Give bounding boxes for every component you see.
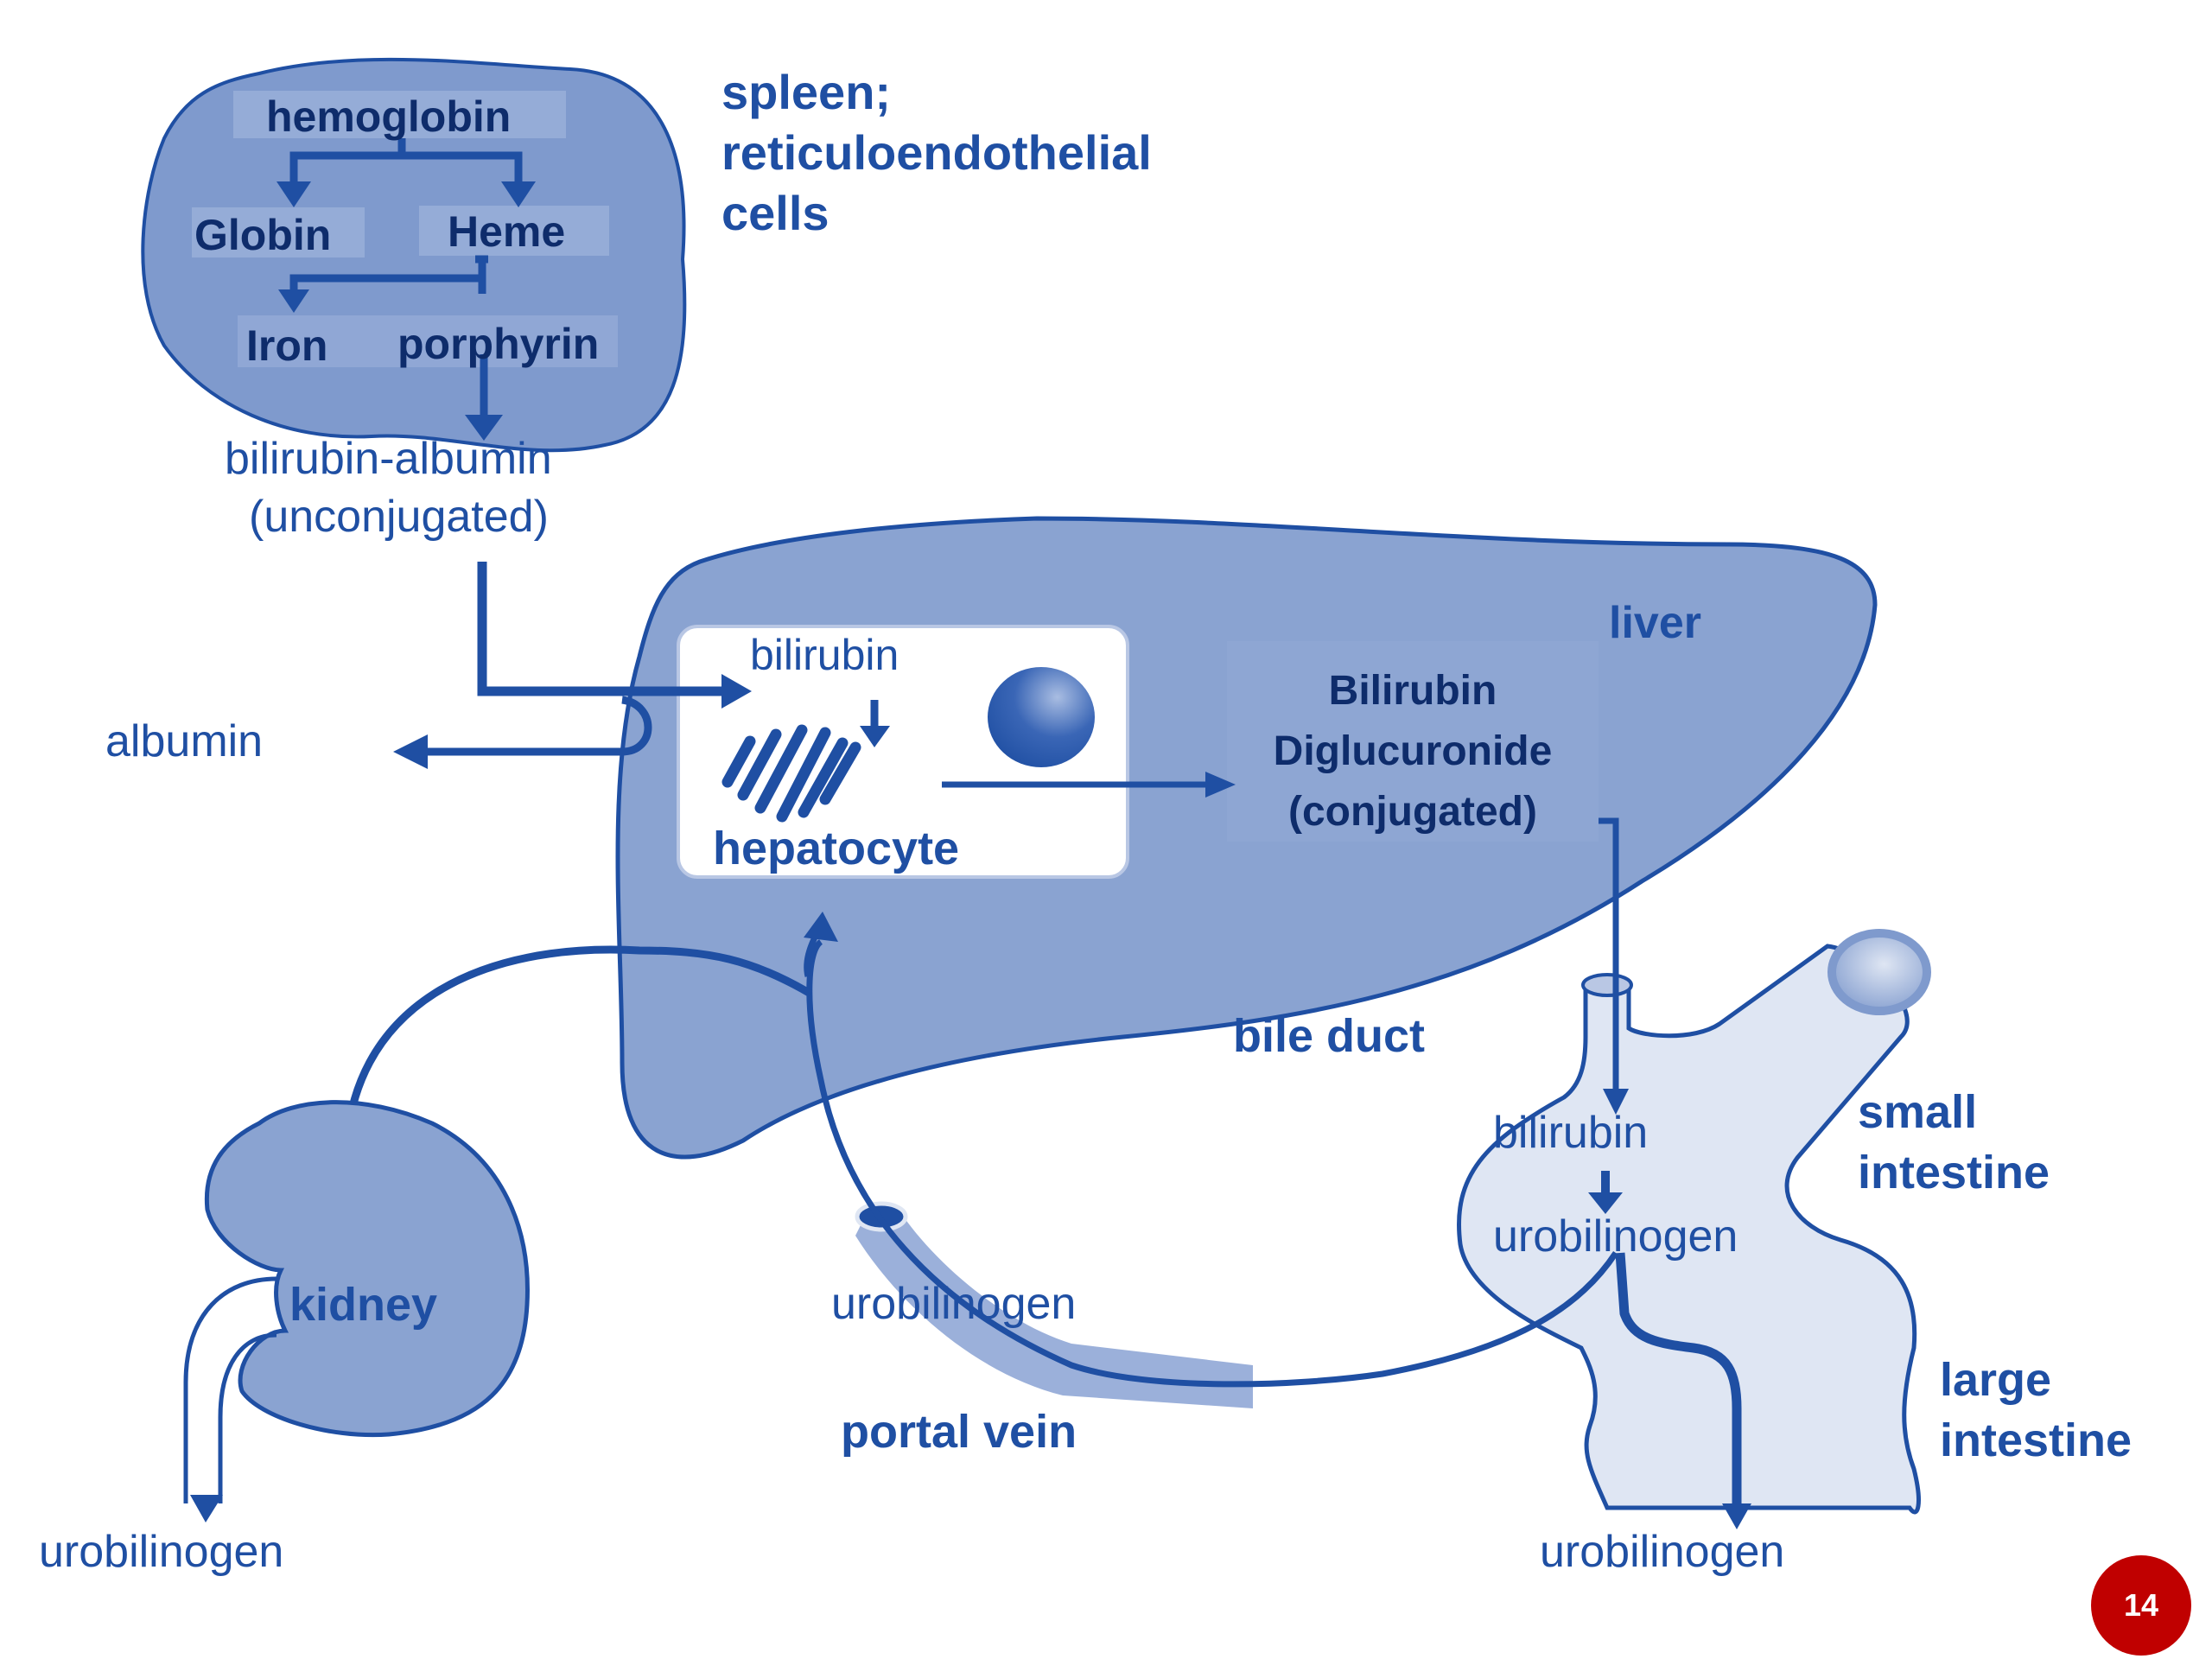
fecal-urobilinogen-label: urobilinogen <box>1540 1527 1785 1577</box>
globin-label: Globin <box>194 211 332 259</box>
spleen-title-line: reticuloendothelial <box>721 125 1152 180</box>
iron-label: Iron <box>246 321 328 370</box>
gallbladder-icon <box>1827 929 1931 1015</box>
large-intestine-line: intestine <box>1940 1414 2133 1466</box>
intestine-bilirubin-label: bilirubin <box>1493 1108 1649 1158</box>
hemoglobin-split-arrows <box>289 138 523 199</box>
heme-label: Heme <box>448 207 566 256</box>
conjugated-line: Diglucuronide <box>1273 728 1553 774</box>
portal-vein-shape <box>855 1210 1253 1408</box>
urine-urobilinogen-label: urobilinogen <box>39 1527 284 1577</box>
spleen-title: spleen; reticuloendothelial cells <box>721 62 1152 244</box>
intestine-urobilinogen-label: urobilinogen <box>1493 1211 1738 1262</box>
spleen-title-line: spleen; <box>721 65 892 119</box>
endoplasmic-reticulum-icon <box>721 724 861 823</box>
small-intestine-line: intestine <box>1858 1147 2050 1198</box>
page-number-badge: 14 <box>2091 1555 2191 1656</box>
porphyrin-label: porphyrin <box>397 320 600 368</box>
hepatocyte-bilirubin-label: bilirubin <box>750 631 899 679</box>
small-intestine-label: small intestine <box>1858 1082 2050 1203</box>
nucleus-icon <box>988 667 1095 767</box>
albumin-label: albumin <box>105 716 264 766</box>
large-intestine-line: large <box>1940 1354 2052 1406</box>
portal-urobilinogen-label: urobilinogen <box>831 1279 1077 1329</box>
portal-vein-label: portal vein <box>841 1406 1077 1458</box>
small-intestine-line: small <box>1858 1086 1978 1138</box>
bilirubin-albumin-label: bilirubin-albumin <box>225 434 552 484</box>
conjugated-line: (conjugated) <box>1288 789 1537 835</box>
hepatocyte-label: hepatocyte <box>713 823 960 874</box>
unconjugated-label: (unconjugated) <box>249 492 549 542</box>
hemoglobin-label: hemoglobin <box>266 92 512 141</box>
kidney-shape <box>204 1100 530 1438</box>
conjugated-line: Bilirubin <box>1328 668 1497 714</box>
large-intestine-label: large intestine <box>1940 1350 2132 1471</box>
spleen-title-line: cells <box>721 186 830 240</box>
bile-duct-label: bile duct <box>1233 1010 1426 1062</box>
conjugated-bilirubin-label: Bilirubin Diglucuronide (conjugated) <box>1227 661 1599 842</box>
kidney-label: kidney <box>289 1279 438 1331</box>
liver-label: liver <box>1609 598 1701 648</box>
